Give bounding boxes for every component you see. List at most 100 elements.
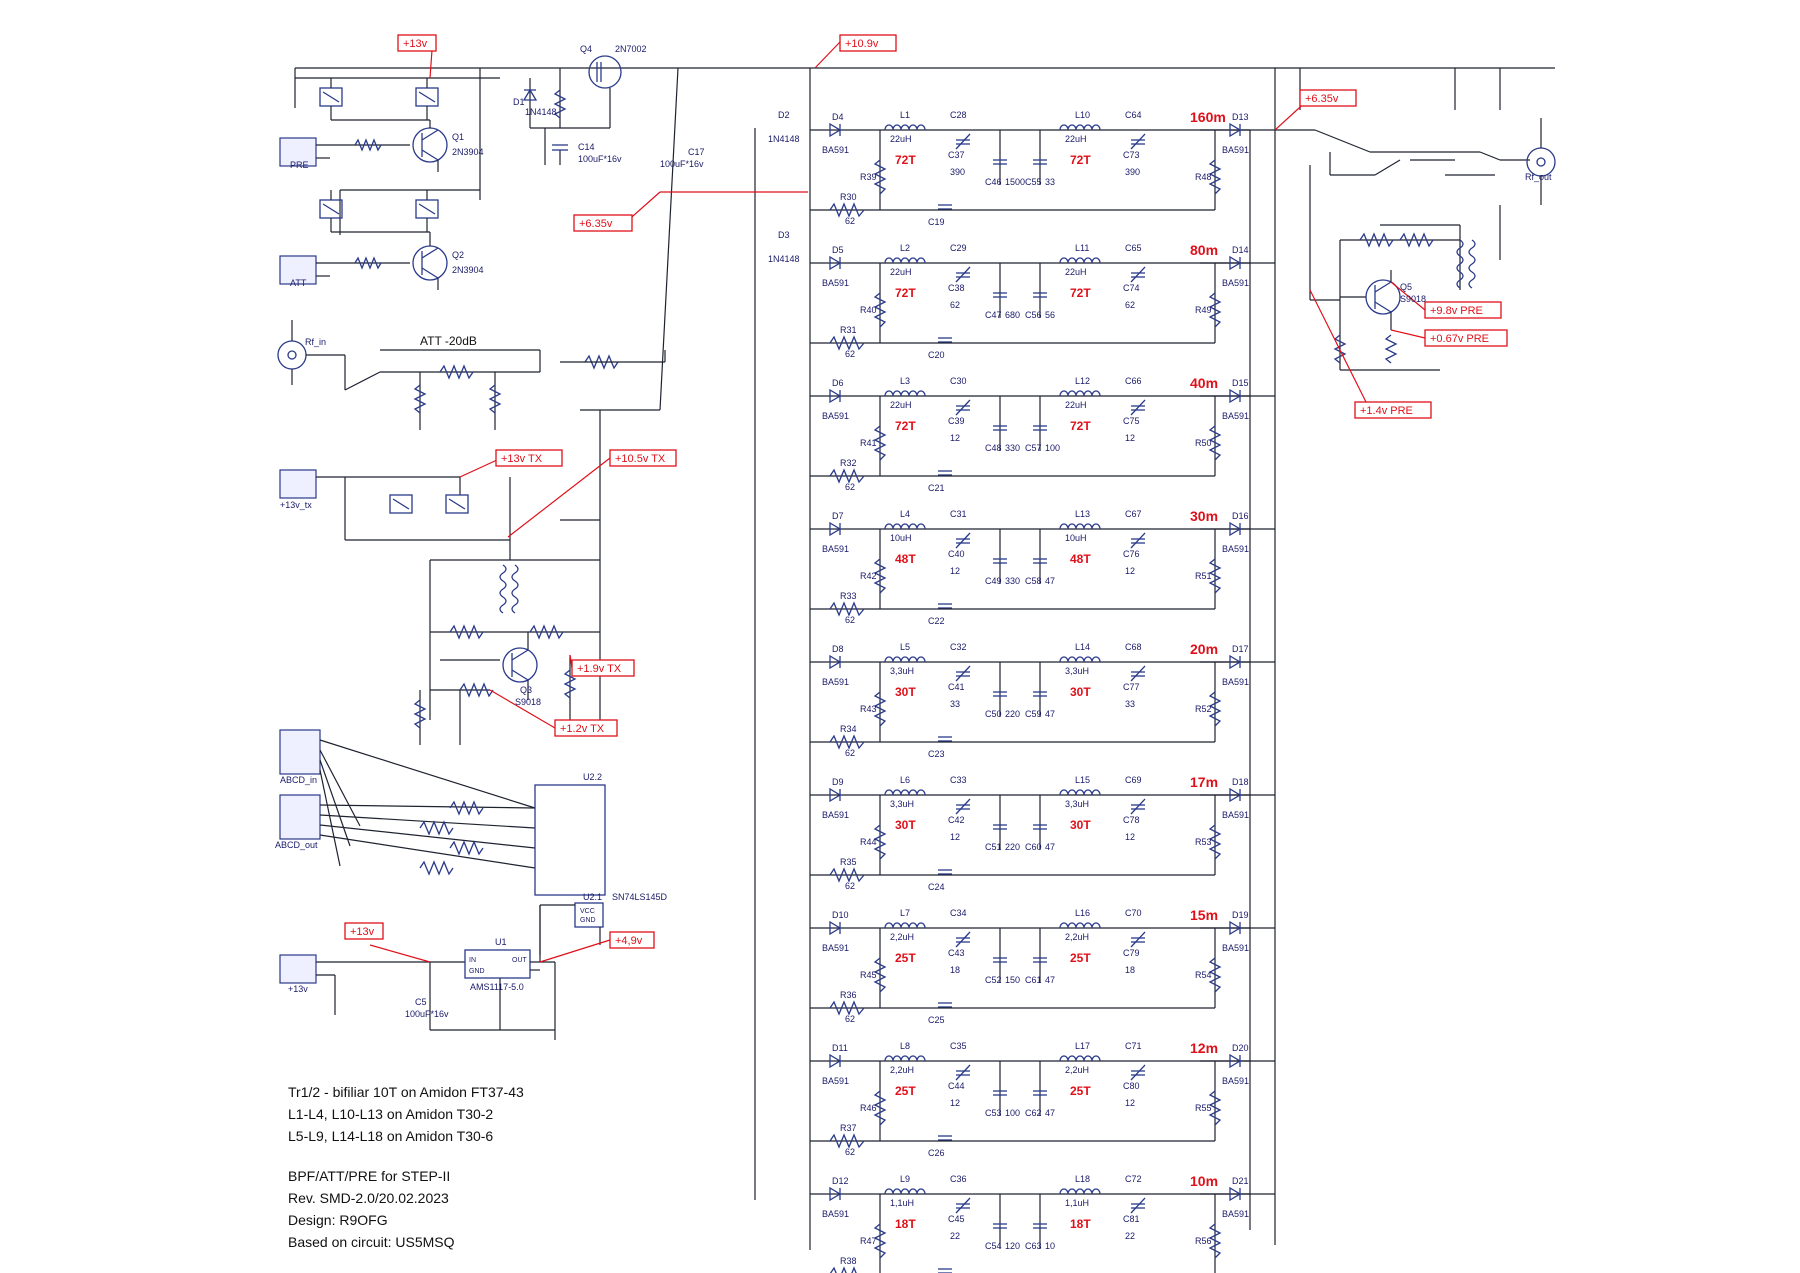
trim-a-value: 12 bbox=[950, 566, 960, 576]
diode-symbol bbox=[1229, 920, 1242, 936]
diode-in-model: BA591 bbox=[822, 278, 849, 288]
c-mid2-ref: C62 bbox=[1025, 1108, 1042, 1118]
coil-a-value: 1,1uH bbox=[890, 1198, 914, 1208]
d1-model-label: 1N4148 bbox=[525, 107, 557, 117]
capacitor-symbol bbox=[993, 1090, 1007, 1096]
resistor-symbol bbox=[1208, 1090, 1222, 1126]
diode-out-ref: D15 bbox=[1232, 378, 1249, 388]
capacitor-symbol bbox=[1033, 1223, 1047, 1229]
band-label: 10m bbox=[1190, 1173, 1218, 1189]
coil-b-value: 22uH bbox=[1065, 400, 1087, 410]
trimmer-capacitor-symbol bbox=[1130, 1064, 1146, 1081]
resistor-symbol bbox=[829, 1266, 857, 1273]
diode-symbol bbox=[1229, 654, 1242, 670]
c-bypass-ref: C26 bbox=[928, 1148, 945, 1158]
cap-a-ref: C36 bbox=[950, 1174, 967, 1184]
capacitor-symbol bbox=[1033, 558, 1047, 564]
c-mid2-ref: C55 bbox=[1025, 177, 1042, 187]
diode-in-model: BA591 bbox=[822, 677, 849, 687]
capacitor-symbol bbox=[993, 691, 1007, 697]
res-ref: R38 bbox=[840, 1256, 857, 1266]
coil-b-ref: L14 bbox=[1075, 642, 1090, 652]
c-mid2-value: 47 bbox=[1045, 709, 1055, 719]
p13v-label: +13v bbox=[288, 984, 308, 994]
resistor-symbol bbox=[829, 1133, 865, 1149]
rf-out-label: Rf_out bbox=[1525, 172, 1552, 182]
annotation-10-5v-tx: +10.5v TX bbox=[609, 449, 677, 467]
coil-b-turns: 72T bbox=[1070, 419, 1091, 433]
res-ref: R33 bbox=[840, 591, 857, 601]
tx-conn-label: +13v_tx bbox=[280, 500, 312, 510]
c-mid2-value: 47 bbox=[1045, 1108, 1055, 1118]
inductor-symbol bbox=[1059, 789, 1101, 796]
capacitor-symbol bbox=[938, 736, 952, 742]
cap-b-ref: C71 bbox=[1125, 1041, 1142, 1051]
coil-a-ref: L7 bbox=[900, 908, 910, 918]
coil-a-turns: 72T bbox=[895, 153, 916, 167]
diode-symbol bbox=[1229, 255, 1242, 271]
trimmer-capacitor-symbol bbox=[955, 1064, 971, 1081]
inductor-symbol bbox=[884, 1188, 926, 1195]
diode-in-ref: D10 bbox=[832, 910, 849, 920]
trim-a-value: 12 bbox=[950, 832, 960, 842]
c-mid2-ref: C56 bbox=[1025, 310, 1042, 320]
trim-b-ref: C76 bbox=[1123, 549, 1140, 559]
d3-label: D3 bbox=[778, 230, 790, 240]
coil-a-turns: 72T bbox=[895, 286, 916, 300]
c14-val-label: 100uF*16v bbox=[578, 154, 622, 164]
note-line: Rev. SMD-2.0/20.02.2023 bbox=[288, 1190, 449, 1206]
coil-b-turns: 48T bbox=[1070, 552, 1091, 566]
trim-b-ref: C73 bbox=[1123, 150, 1140, 160]
annotation-text: +10.9v bbox=[845, 38, 879, 50]
res-value: 62 bbox=[845, 881, 855, 891]
coil-b-ref: L11 bbox=[1075, 243, 1089, 253]
res-ref: R36 bbox=[840, 990, 857, 1000]
capacitor-symbol bbox=[938, 1002, 952, 1008]
c-bypass-ref: C19 bbox=[928, 217, 945, 227]
trimmer-capacitor-symbol bbox=[955, 133, 971, 150]
c-bypass-ref: C23 bbox=[928, 749, 945, 759]
inductor-symbol bbox=[1059, 656, 1101, 663]
resistor-symbol bbox=[829, 468, 865, 484]
resistor-symbol bbox=[829, 734, 865, 750]
vcc-label: VCC bbox=[580, 908, 595, 915]
band-label: 30m bbox=[1190, 508, 1218, 524]
res-ref: R30 bbox=[840, 192, 857, 202]
coil-a-ref: L2 bbox=[900, 243, 910, 253]
inductor-symbol bbox=[1059, 124, 1101, 131]
inductor-symbol bbox=[884, 124, 926, 131]
res-ref: R31 bbox=[840, 325, 857, 335]
diode-in-ref: D4 bbox=[832, 112, 844, 122]
coil-b-turns: 72T bbox=[1070, 286, 1091, 300]
resistor-symbol bbox=[1208, 957, 1222, 993]
trimmer-capacitor-symbol bbox=[955, 266, 971, 283]
c-mid-value: 220 bbox=[1005, 842, 1020, 852]
r-out-ref: R48 bbox=[1195, 172, 1212, 182]
annotation-0-67v-pre: +0.67v PRE bbox=[1424, 329, 1508, 347]
c-mid2-value: 10 bbox=[1045, 1241, 1055, 1251]
capacitor-symbol bbox=[993, 292, 1007, 298]
res-ref: R34 bbox=[840, 724, 857, 734]
q2-model-label: 2N3904 bbox=[452, 265, 484, 275]
trim-a-ref: C45 bbox=[948, 1214, 965, 1224]
resistor-symbol bbox=[1208, 425, 1222, 461]
c17-val-label: 100uF*16v bbox=[660, 159, 704, 169]
c-mid2-ref: C58 bbox=[1025, 576, 1042, 586]
diode-in-model: BA591 bbox=[822, 810, 849, 820]
coil-a-turns: 72T bbox=[895, 419, 916, 433]
coil-a-turns: 48T bbox=[895, 552, 916, 566]
trim-b-value: 390 bbox=[1125, 167, 1140, 177]
q3-model-label: S9018 bbox=[515, 697, 541, 707]
coil-a-ref: L5 bbox=[900, 642, 910, 652]
diode-symbol bbox=[829, 122, 842, 138]
capacitor-symbol bbox=[1033, 957, 1047, 963]
capacitor-symbol bbox=[993, 425, 1007, 431]
trimmer-capacitor-symbol bbox=[1130, 1197, 1146, 1214]
r-out-ref: R56 bbox=[1195, 1236, 1212, 1246]
coil-b-value: 3,3uH bbox=[1065, 799, 1089, 809]
annotation-text: +13v bbox=[350, 926, 375, 938]
resistor-symbol bbox=[1208, 691, 1222, 727]
coil-b-ref: L12 bbox=[1075, 376, 1090, 386]
